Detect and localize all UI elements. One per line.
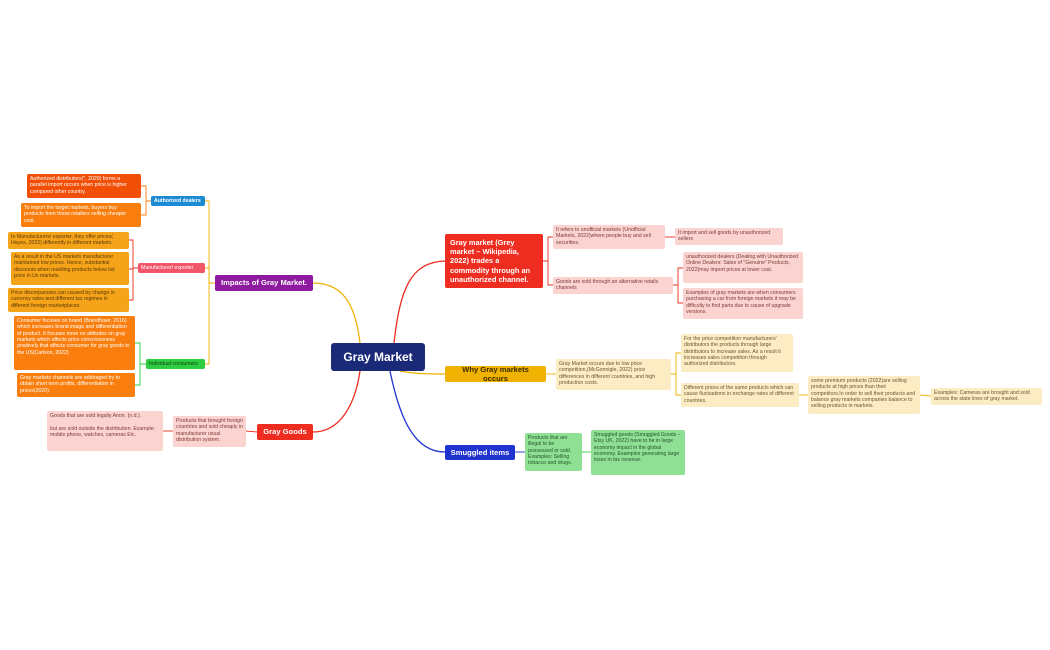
label-individual-consumers[interactable]: Individual consumers: [146, 359, 205, 369]
subtopic-smuggled-goods[interactable]: Smuggled goods (Smuggled Goods – Etsy UK…: [591, 430, 685, 475]
link-center-impacts: [312, 282, 361, 344]
subtopic-illegal-products[interactable]: Products that are illegal to be possesse…: [525, 433, 582, 471]
link-reason-competition: [671, 352, 681, 375]
link-def-unofficial: [543, 236, 553, 262]
subtopic-authorized-distributors[interactable]: Authorized distributors(", 2020) forms a…: [27, 174, 141, 198]
link-center-smuggled: [389, 370, 446, 453]
topic-smuggled-items[interactable]: Smuggled items: [445, 445, 515, 460]
topic-gray-market-definition[interactable]: Gray market (Grey market – Wikipedia, 20…: [445, 234, 543, 288]
link-reason-exchange: [675, 374, 681, 396]
topic-gray-goods[interactable]: Gray Goods: [257, 424, 313, 440]
subtopic-products-brought[interactable]: Products that brought foreign countries …: [173, 416, 246, 447]
subtopic-unofficial-markets[interactable]: It refers to unofficial markets (Unoffic…: [553, 225, 665, 249]
topic-why-gray-markets-occur[interactable]: Why Gray markets occurs: [445, 366, 546, 382]
link-goods-brought: [245, 430, 258, 433]
subtopic-gray-market-examples[interactable]: Examples of gray markets are when consum…: [683, 288, 803, 319]
subtopic-import-target-markets[interactable]: To import the target markets, buyers buy…: [21, 203, 141, 227]
link-impacts-consumer: [205, 283, 210, 365]
subtopic-price-competition[interactable]: For the price competition manufacturers'…: [681, 334, 793, 372]
subtopic-consumer-brand-focus[interactable]: Consumer focuses on brand (Brandfuser, 2…: [14, 316, 135, 370]
subtopic-us-markets-discounts[interactable]: As a result in the US markets manufactur…: [11, 252, 129, 285]
link-impacts-manufacturer: [205, 267, 210, 283]
link-center-why: [399, 370, 446, 375]
subtopic-arbitraged-channels[interactable]: Gray markets channels are arbitraged try…: [17, 373, 135, 397]
topic-impacts-of-gray-market[interactable]: Impacts of Gray Market.: [215, 275, 313, 291]
label-manufacturer-exporter[interactable]: Manufacturer/ exporter: [138, 263, 205, 273]
link-impacts-authorized: [205, 200, 215, 284]
link-manufacturer-items: [129, 239, 138, 301]
central-topic[interactable]: Gray Market: [331, 343, 425, 371]
link-authorized-items: [141, 185, 151, 216]
link-premium-cameras: [919, 394, 932, 397]
link-channels-examples: [677, 285, 683, 304]
link-consumer-items: [135, 342, 146, 386]
subtopic-price-discrepancies[interactable]: Price discrepancies can caused by change…: [8, 288, 129, 312]
link-center-definition: [393, 260, 446, 344]
subtopic-exchange-rates[interactable]: Different prices of the same products wh…: [681, 383, 799, 407]
subtopic-premium-products[interactable]: some premium products (2022)are selling …: [808, 376, 920, 414]
subtopic-unauthorized-dealers[interactable]: unauthorized dealers (Dealing with Unaut…: [683, 252, 803, 283]
label-authorized-dealers[interactable]: Authorized dealers: [151, 196, 205, 206]
link-channels-dealers: [673, 267, 683, 286]
link-def-channels: [547, 261, 553, 286]
subtopic-unauthorized-sellers[interactable]: It import and sell goods by unauthorized…: [675, 228, 783, 245]
subtopic-why-reason[interactable]: Gray Market occurs due to low price comp…: [556, 359, 671, 390]
subtopic-cameras-example[interactable]: Examples: Cameras are brought and sold a…: [931, 388, 1042, 405]
subtopic-goods-sold-legally[interactable]: Goods that are sold legally Anon. (n.d.)…: [47, 411, 163, 451]
link-center-goods: [312, 370, 361, 433]
subtopic-manufacturer-prices[interactable]: In Manufacturers/ exporter, they offer p…: [8, 232, 129, 249]
subtopic-alternative-channels[interactable]: Goods are sold through an alternative re…: [553, 277, 673, 294]
